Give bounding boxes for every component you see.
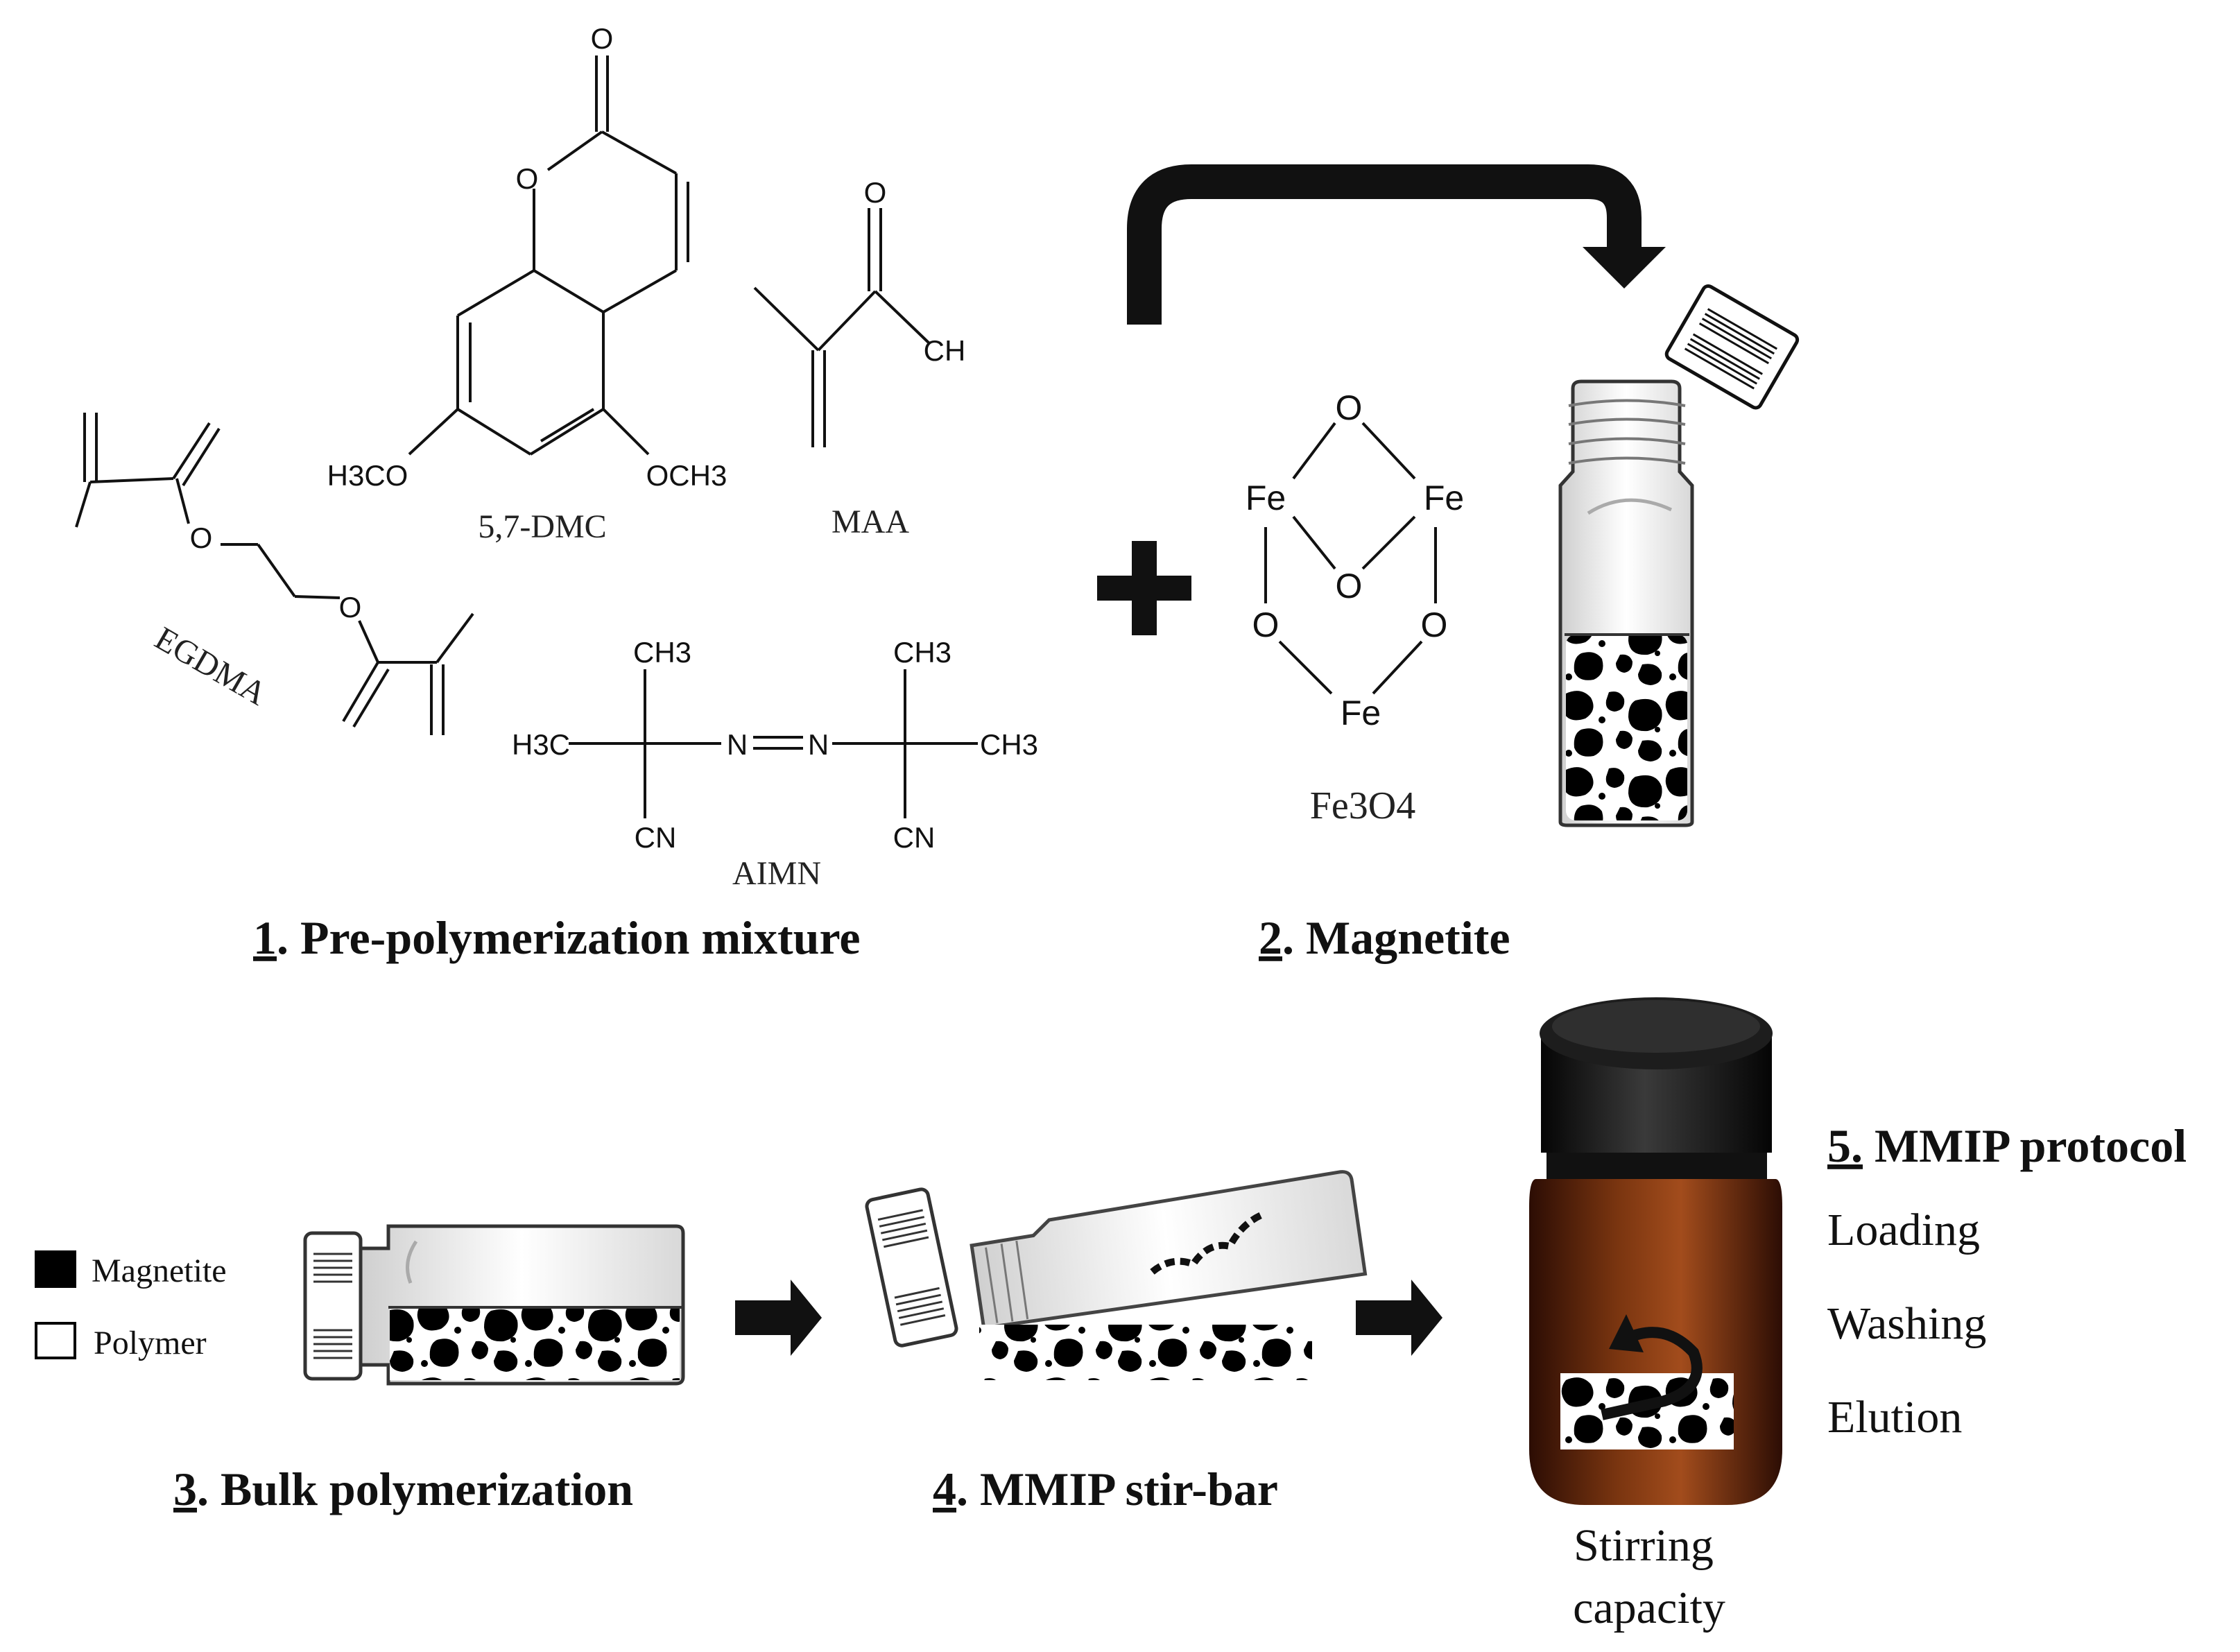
aimn-ch3-top-right: CH3 [893, 636, 951, 669]
stir-bar-cap [865, 1187, 958, 1348]
aimn-cn-left: CN [635, 821, 677, 854]
egdma-name: EGDMA [149, 620, 273, 713]
fe3o4-o-right: O [1421, 605, 1448, 644]
fe3o4-fe-left: Fe [1246, 479, 1286, 517]
step4-title: . MMIP stir-bar [956, 1463, 1278, 1515]
vial-cap-tilted [1664, 284, 1800, 410]
step1-number: 1 [253, 911, 277, 964]
aimn-cn-right: CN [893, 821, 936, 854]
dmc-carbonyl-o: O [591, 22, 614, 55]
dmc-molecule [408, 55, 689, 456]
maa-oh: CH [924, 334, 966, 367]
legend-swatch-polymer [35, 1322, 76, 1359]
bulk-polymerization-vial [303, 1224, 685, 1386]
maa-molecule [753, 208, 931, 447]
dmc-name: 5,7-DMC [478, 508, 606, 545]
legend: Magnetite Polymer [35, 1250, 227, 1361]
step5-number: 5. [1827, 1119, 1863, 1172]
stir-bar-glass [970, 1170, 1368, 1330]
dmc-left-group: H3CO [327, 459, 408, 492]
fe3o4-o-top: O [1336, 388, 1363, 427]
stir-bar-polymer [979, 1325, 1312, 1380]
mmip-stir-bar-vial [865, 1170, 1368, 1380]
fe3o4-fe-bottom: Fe [1341, 694, 1381, 732]
legend-label-polymer: Polymer [94, 1325, 207, 1361]
fe3o4-o-center: O [1336, 567, 1363, 605]
magnetite-vial [1558, 284, 1800, 827]
step3-number: 3 [173, 1463, 197, 1515]
stirring-caption-line1: Stirring [1574, 1520, 1714, 1571]
fe3o4-fe-right: Fe [1424, 479, 1464, 517]
step3-title: . Bulk polymerization [197, 1463, 633, 1515]
maa-name: MAA [832, 504, 909, 540]
step1-title: . Pre-polymerization mixture [277, 911, 861, 964]
aimn-ch3-right: CH3 [980, 728, 1038, 761]
legend-swatch-magnetite [35, 1250, 76, 1288]
step2-number: 2 [1259, 911, 1282, 964]
step1-names: 5,7-DMC MAA EGDMA AIMN [149, 504, 910, 892]
pre-polymerization-mixture [75, 55, 978, 818]
maa-carbonyl-o: O [864, 176, 887, 209]
egdma-molecule [75, 413, 474, 735]
stirring-caption-line2: capacity [1573, 1583, 1725, 1633]
step1-labels: O O H3CO OCH3 O CH O O CH3 CH3 H3C N N C… [190, 22, 1038, 854]
step5-heading: 5. MMIP protocol [1827, 1119, 2187, 1172]
legend-label-magnetite: Magnetite [92, 1253, 227, 1289]
egdma-o2: O [339, 591, 362, 623]
aimn-molecule [569, 669, 978, 818]
aimn-name: AIMN [732, 855, 821, 892]
amber-vial-stir-bar [1560, 1373, 1734, 1449]
aimn-n2: N [808, 728, 829, 761]
egdma-o1: O [190, 522, 213, 554]
protocol-item-loading: Loading [1827, 1205, 1980, 1255]
amber-vial [1529, 997, 1782, 1505]
aimn-ch3-top-left: CH3 [633, 636, 691, 669]
step2-title: . Magnetite [1282, 911, 1510, 964]
step4-heading: 4. MMIP stir-bar [933, 1463, 1278, 1515]
step1-heading: 1. Pre-polymerization mixture [253, 911, 861, 964]
step2-heading: 2. Magnetite [1259, 911, 1510, 964]
protocol-item-elution: Elution [1827, 1392, 1962, 1443]
fe3o4-molecule: O Fe Fe O O O Fe Fe3O4 [1246, 388, 1464, 827]
step5-title: MMIP protocol [1863, 1119, 2187, 1172]
fe3o4-o-left: O [1252, 605, 1280, 644]
aimn-n1: N [727, 728, 748, 761]
curved-arrow-icon [1127, 164, 1666, 325]
arrow-right-icon-2 [1356, 1280, 1442, 1356]
aimn-h3c-left: H3C [512, 728, 570, 761]
fe3o4-name: Fe3O4 [1310, 784, 1415, 827]
dmc-ring-o: O [516, 162, 539, 195]
arrow-right-icon-1 [735, 1280, 822, 1356]
dmc-right-group: OCH3 [646, 459, 727, 492]
protocol-item-washing: Washing [1827, 1298, 1986, 1349]
step3-heading: 3. Bulk polymerization [173, 1463, 633, 1515]
step4-number: 4 [933, 1463, 956, 1515]
plus-icon [1097, 541, 1191, 635]
